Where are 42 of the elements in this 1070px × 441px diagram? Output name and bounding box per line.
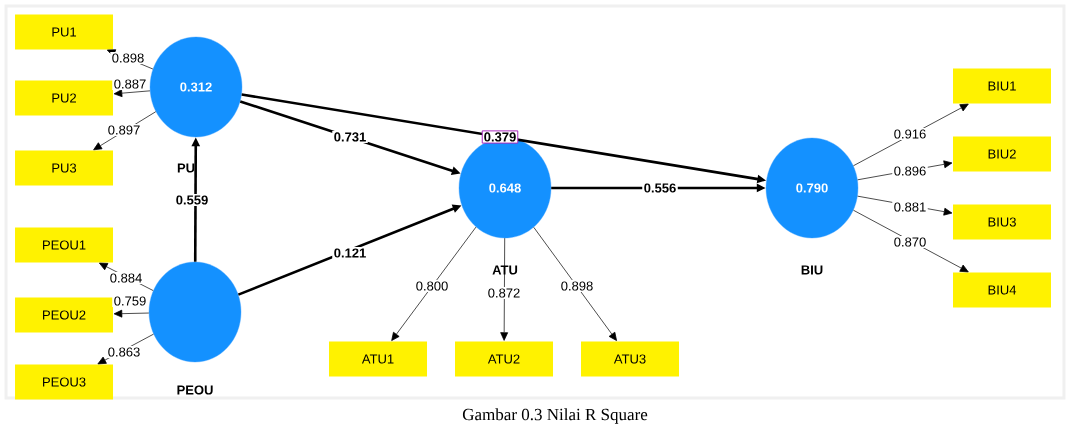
indicator-box: PU2 (15, 80, 113, 116)
indicator-box: PU1 (15, 14, 113, 50)
edge-label: 0.870 (892, 235, 928, 249)
arrow (93, 111, 157, 151)
indicator-box: BIU1 (953, 68, 1051, 104)
edge-label: 0.887 (112, 77, 148, 91)
edge-label: 0.916 (892, 127, 928, 141)
edge-label: 0.559 (174, 193, 210, 207)
arrow (533, 226, 617, 341)
construct-name: BIU (799, 264, 825, 276)
indicator-box: BIU2 (953, 136, 1051, 172)
edge-label: 0.884 (108, 271, 144, 285)
caption: Gambar 0.3 Nilai R Square (462, 408, 648, 424)
edge-label: 0.872 (486, 286, 522, 300)
arrow (113, 309, 150, 318)
edge-label: 0.759 (112, 294, 148, 308)
construct-name: PEOU (175, 384, 215, 396)
edge-label: 0.121 (332, 246, 368, 260)
edge-label: 0.863 (106, 345, 142, 359)
edge-label: 0.556 (642, 181, 678, 195)
edge-label: 0.731 (332, 130, 368, 144)
edge-label: 0.800 (414, 279, 450, 293)
indicator-box: PEOU2 (15, 297, 113, 333)
indicator-box: PU3 (15, 150, 113, 186)
indicator-box: PEOU1 (15, 227, 113, 263)
arrow (391, 226, 477, 341)
indicator-box: BIU4 (953, 272, 1051, 308)
edge-label: 0.881 (892, 200, 928, 214)
indicator-box: ATU1 (329, 341, 427, 377)
indicator-box: PEOU3 (15, 364, 113, 400)
edge-label: 0.898 (559, 279, 595, 293)
edge-label: 0.897 (106, 123, 142, 137)
arrow (500, 237, 509, 341)
edge-label: 0.896 (892, 164, 928, 178)
indicator-box: ATU2 (455, 341, 553, 377)
edge-label: 0.379 (481, 130, 519, 144)
arrow (853, 209, 969, 273)
indicator-box: ATU3 (581, 341, 679, 377)
arrow (853, 103, 969, 167)
indicator-box: BIU3 (953, 204, 1051, 240)
edge-label: 0.898 (110, 51, 146, 65)
arrow (113, 89, 151, 98)
